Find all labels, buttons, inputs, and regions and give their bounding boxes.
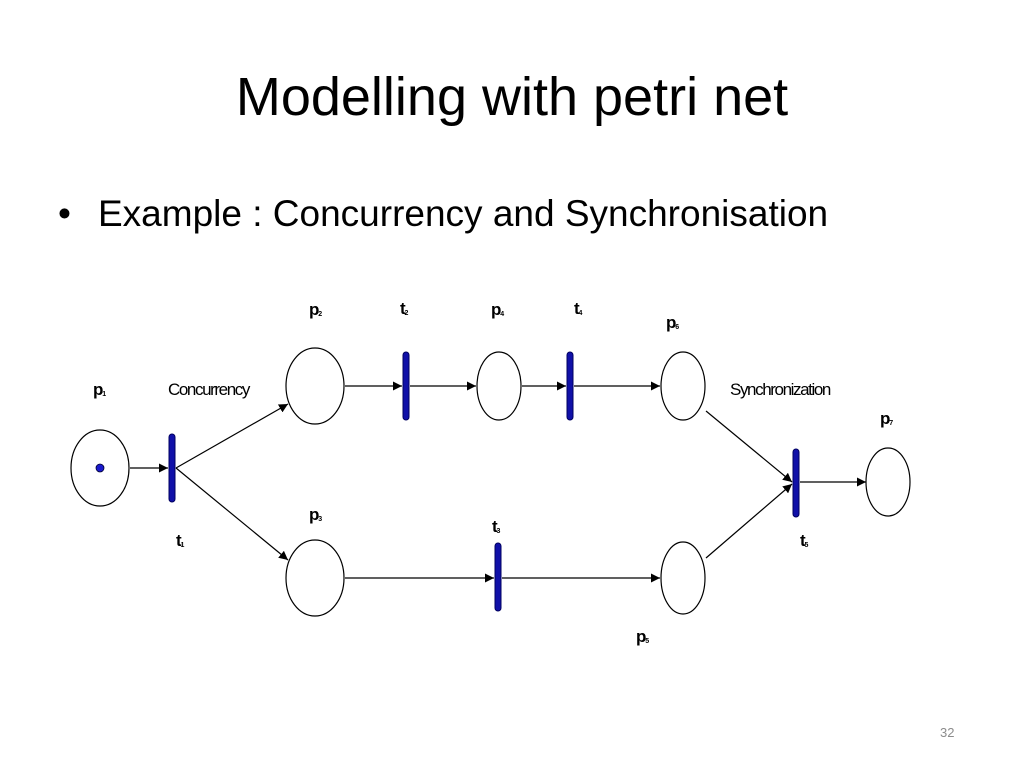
place-label-p6: p6	[666, 313, 679, 332]
transition-t5	[792, 448, 800, 518]
transition-label-letter: t	[574, 299, 580, 318]
transition-label-t3: t3	[492, 517, 500, 536]
place-p5	[660, 541, 706, 615]
arc-t1-p3	[175, 467, 289, 561]
place-label-letter: p	[880, 409, 890, 428]
place-label-letter: p	[636, 627, 646, 646]
transition-t4	[566, 351, 574, 421]
transition-label-subscript: 4	[578, 310, 582, 317]
place-p6	[660, 351, 706, 421]
transition-label-subscript: 1	[180, 542, 184, 549]
place-p4	[476, 351, 522, 421]
arc-p6-t5	[705, 410, 793, 483]
transition-label-letter: t	[400, 299, 406, 318]
page-number: 32	[940, 725, 955, 740]
place-label-letter: p	[666, 313, 676, 332]
place-p7	[865, 447, 911, 517]
place-label-subscript: 1	[102, 391, 106, 398]
transition-label-letter: t	[800, 531, 806, 550]
place-label-subscript: 2	[318, 311, 322, 318]
transition-label-letter: t	[492, 517, 498, 536]
transition-label-letter: t	[176, 531, 182, 550]
transition-label-t4: t4	[574, 299, 582, 318]
place-label-letter: p	[93, 380, 103, 399]
place-label-p3: p3	[309, 505, 322, 524]
transition-label-subscript: 2	[404, 310, 408, 317]
bullet-item: • Example : Concurrency and Synchronisati…	[58, 191, 828, 237]
arc-p5-t5	[705, 483, 793, 559]
place-label-letter: p	[309, 505, 319, 524]
place-label-p1: p1	[93, 380, 106, 399]
transition-label-t5: t5	[800, 531, 808, 550]
place-label-subscript: 3	[318, 516, 322, 523]
place-label-subscript: 4	[500, 311, 504, 318]
bullet-text: Example : Concurrency and Synchronisatio…	[98, 193, 829, 234]
concurrency-caption: Concurrency	[168, 380, 251, 399]
transition-label-subscript: 5	[804, 542, 808, 549]
place-label-letter: p	[491, 300, 501, 319]
bullet-symbol: •	[58, 193, 71, 234]
node-layer	[70, 347, 911, 617]
arc-t1-p2	[175, 403, 289, 469]
place-label-p4: p4	[491, 300, 504, 319]
place-label-subscript: 7	[889, 420, 893, 427]
arc-layer	[130, 381, 866, 583]
token-p1	[95, 463, 105, 473]
place-label-letter: p	[309, 300, 319, 319]
place-p2	[285, 347, 345, 425]
transition-t2	[402, 351, 410, 421]
place-label-subscript: 6	[675, 324, 679, 331]
place-p3	[285, 539, 345, 617]
transition-t3	[494, 542, 502, 612]
transition-label-t1: t1	[176, 531, 184, 550]
place-label-p5: p5	[636, 627, 649, 646]
transition-t1	[168, 433, 176, 503]
slide-title: Modelling with petri net	[235, 67, 789, 127]
transition-label-t2: t2	[400, 299, 408, 318]
place-label-subscript: 5	[645, 638, 649, 645]
synchronization-caption: Synchronization	[730, 380, 831, 399]
transition-label-subscript: 3	[496, 528, 500, 535]
place-label-p7: p7	[880, 409, 893, 428]
place-label-p2: p2	[309, 300, 322, 319]
